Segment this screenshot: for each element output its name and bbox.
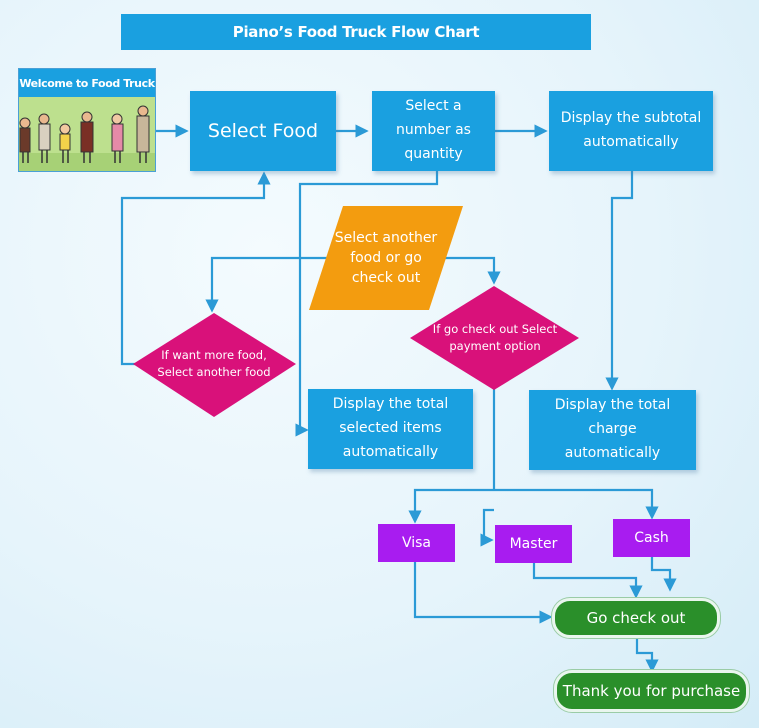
node-select-food: Select Food (190, 91, 336, 171)
node-display-charge: Display the total charge automatically (529, 390, 696, 470)
node-thank-you: Thank you for purchase (554, 670, 749, 712)
connector-to-master (480, 508, 494, 547)
connector-select-another-to-more-food (205, 256, 329, 313)
connector-subtotal-to-charge (605, 171, 634, 391)
node-select-another-label: Select another food or go check out (334, 229, 438, 287)
connector-visa-to-go-check-out (413, 562, 553, 624)
node-visa: Visa (378, 524, 455, 562)
node-if-check-out-label: If go check out Select payment option (432, 321, 558, 353)
node-go-check-out: Go check out (552, 598, 720, 638)
node-cash: Cash (613, 519, 690, 557)
connector-select-another-to-check-out (444, 256, 501, 285)
people-queue-illustration (19, 97, 155, 171)
welcome-panel: Welcome to Food Truck (18, 68, 156, 172)
node-if-more-food (133, 313, 296, 417)
connector-quantity-to-items (295, 171, 439, 437)
welcome-label: Welcome to Food Truck (19, 69, 155, 97)
connector-to-cash (494, 488, 659, 520)
node-select-quantity: Select a number as quantity (372, 91, 495, 171)
node-master: Master (495, 525, 572, 563)
connector-loop-back-to-select-food (120, 171, 271, 366)
node-if-more-food-label: If want more food, Select another food (157, 347, 271, 379)
node-display-subtotal: Display the subtotal automatically (549, 91, 713, 171)
node-select-another (309, 206, 463, 310)
node-display-items: Display the total selected items automat… (308, 389, 473, 469)
connector-cash-to-go-check-out (650, 557, 677, 592)
page-title: Piano’s Food Truck Flow Chart (121, 14, 591, 50)
connector-go-check-out-to-thank-you (635, 635, 659, 673)
node-if-check-out (410, 286, 579, 390)
connector-master-to-go-check-out (532, 563, 643, 599)
connector-to-visa (408, 488, 494, 524)
